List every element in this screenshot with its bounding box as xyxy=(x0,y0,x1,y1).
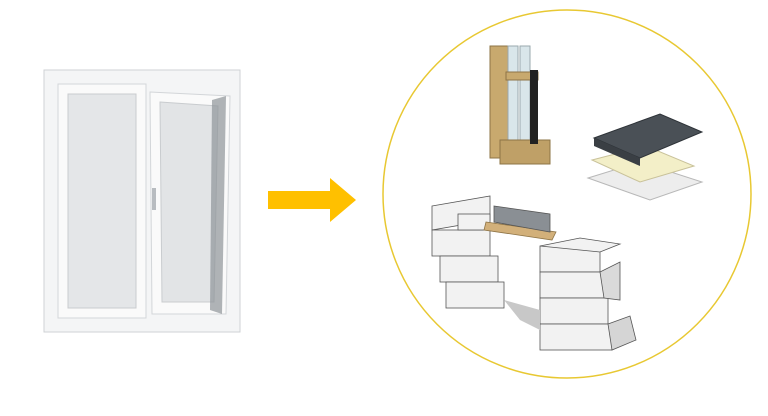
arrow-right-icon xyxy=(268,178,356,222)
tilt-gap-shadow xyxy=(210,96,226,314)
block-wall-opening xyxy=(431,195,637,351)
left-glass xyxy=(67,93,137,309)
components-circle xyxy=(382,9,752,379)
window-sill xyxy=(586,113,704,201)
tilt-turn-window xyxy=(43,69,241,333)
window-handle xyxy=(152,188,156,210)
window-frame-section xyxy=(489,45,551,165)
right-glass xyxy=(159,101,219,303)
